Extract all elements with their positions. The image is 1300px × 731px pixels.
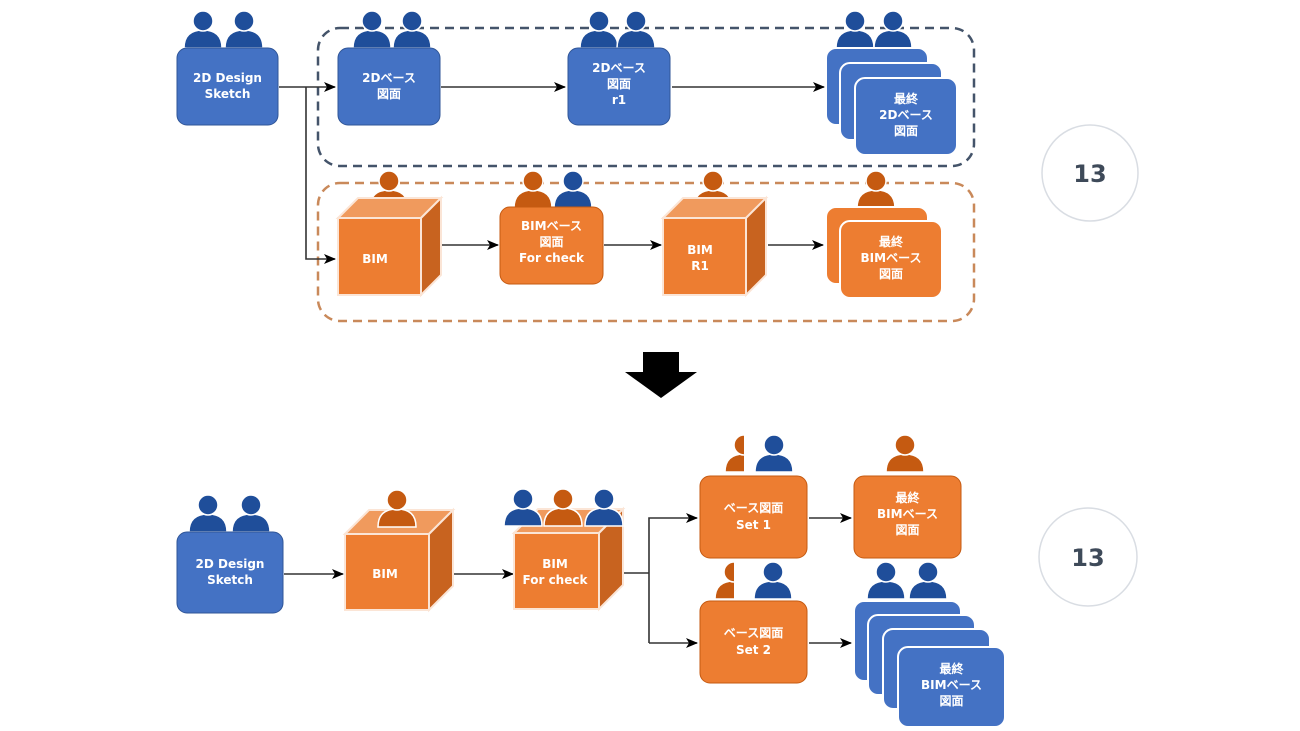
person-icon	[616, 10, 656, 49]
node-bim-cube: BIM	[335, 170, 444, 298]
step-badge-top: 13	[1041, 124, 1139, 222]
group-2d-container	[316, 26, 976, 168]
person-icon-partial	[724, 434, 744, 473]
group-bim-container	[316, 181, 976, 323]
person-icon	[224, 10, 264, 49]
person-icon	[377, 489, 417, 528]
person-icon	[908, 561, 948, 600]
person-icon	[513, 170, 553, 209]
person-icon	[885, 434, 925, 473]
svg-text:13: 13	[1071, 544, 1104, 572]
person-icon	[866, 561, 906, 600]
svg-text:BIM: BIM	[362, 252, 388, 266]
bottom-bim-cube: BIM	[342, 489, 456, 613]
svg-text:2Dベース図面: 2Dベース図面	[362, 71, 416, 101]
connector-branch-set1	[648, 513, 698, 643]
svg-text:13: 13	[1073, 160, 1106, 188]
cube-front	[337, 217, 422, 296]
person-icon	[754, 434, 794, 473]
person-icon	[553, 170, 593, 209]
person-icon	[392, 10, 432, 49]
label-line: Sketch	[205, 87, 251, 101]
step-badge-bottom: 13	[1038, 507, 1138, 607]
cube-front	[662, 217, 747, 296]
cube-shape	[342, 507, 456, 613]
person-icon	[503, 488, 543, 527]
person-icon	[579, 10, 619, 49]
person-icon	[873, 10, 913, 49]
person-icon	[231, 494, 271, 533]
top-connectors	[279, 82, 825, 264]
node-2d-base: 2Dベース図面	[337, 10, 441, 126]
person-icon	[188, 494, 228, 533]
person-icon	[584, 488, 624, 527]
person-icon	[753, 561, 793, 600]
cube-shape	[660, 195, 769, 298]
label-line: 2D Design	[193, 71, 262, 85]
connector-sketch-bim	[305, 87, 336, 264]
person-icon	[183, 10, 223, 49]
person-icon	[856, 170, 896, 209]
person-icon	[835, 10, 875, 49]
cube-front	[344, 533, 430, 611]
cube-shape	[335, 195, 444, 298]
person-icon	[543, 488, 583, 527]
down-arrow-icon	[625, 352, 697, 398]
person-icon-partial	[714, 561, 734, 600]
svg-text:BIM: BIM	[372, 567, 398, 581]
person-icon	[352, 10, 392, 49]
cube-front	[513, 532, 600, 610]
